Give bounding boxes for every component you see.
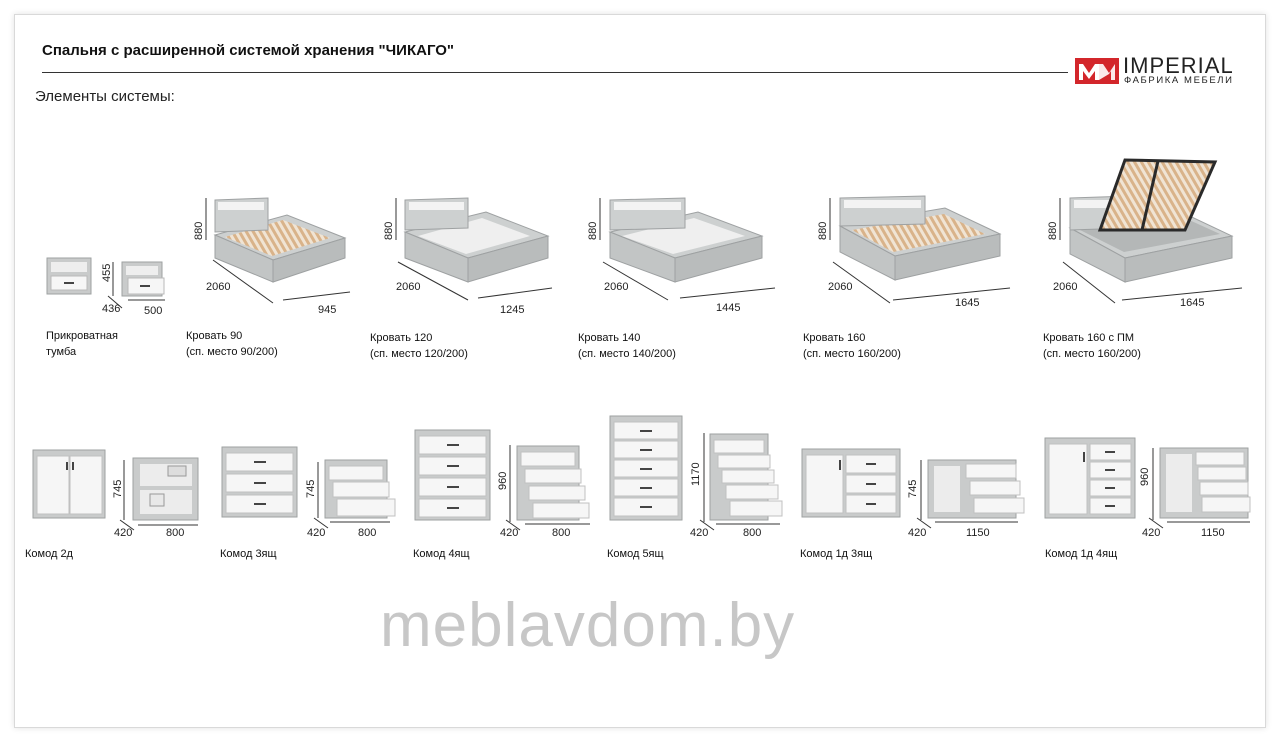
dim-depth: 2060 (1053, 281, 1077, 293)
caption-line1: Кровать 160 с ПМ (1043, 332, 1135, 344)
dim-height: 745 (112, 480, 124, 498)
caption-chest-1d4: Комод 1д 4ящ (1045, 548, 1118, 560)
caption-line1: Кровать 160 (803, 332, 866, 344)
caption-bedside-table: Прикроватная тумба (46, 328, 118, 360)
watermark-text: meblavdom.by (380, 591, 796, 660)
dim-depth: 420 (500, 527, 518, 539)
bed-illustration (599, 197, 776, 301)
dim-depth: 436 (102, 303, 120, 315)
page-frame (14, 14, 1266, 728)
dim-depth: 2060 (206, 281, 230, 293)
caption-chest-2d: Комод 2д (25, 548, 73, 560)
dim-depth: 2060 (396, 281, 420, 293)
brand-name: IMPERIAL (1123, 53, 1234, 78)
dim-height: 960 (497, 472, 509, 490)
dim-width: 1150 (966, 527, 990, 539)
caption-line1: Кровать 120 (370, 332, 433, 344)
dim-width: 800 (166, 527, 184, 539)
dim-width: 1245 (500, 304, 524, 316)
imperial-logo: IMPERIAL ФАБРИКА МЕБЕЛИ (1075, 53, 1255, 89)
dim-depth: 420 (1142, 527, 1160, 539)
dim-height: 745 (305, 480, 317, 498)
caption-line1: Кровать 140 (578, 332, 641, 344)
dim-depth: 420 (690, 527, 708, 539)
caption-line1: Прикроватная (46, 330, 118, 342)
caption-line2: (сп. место 160/200) (803, 348, 901, 360)
dim-height: 880 (383, 222, 395, 240)
dim-width: 800 (358, 527, 376, 539)
dim-height: 880 (1047, 222, 1059, 240)
dim-depth: 2060 (604, 281, 628, 293)
caption-line2: (сп. место 140/200) (578, 348, 676, 360)
dim-height: 880 (193, 222, 205, 240)
title-underline (42, 72, 1068, 73)
dim-width: 1445 (716, 302, 740, 314)
bed-illustration (395, 197, 553, 301)
caption-line1: Кровать 90 (186, 330, 243, 342)
page-title: Спальня с расширенной системой хранения … (42, 42, 455, 59)
dim-depth: 420 (307, 527, 325, 539)
caption-line2: (сп. место 120/200) (370, 348, 468, 360)
dim-width: 1645 (1180, 297, 1204, 309)
dim-width: 800 (743, 527, 761, 539)
dim-width: 1645 (955, 297, 979, 309)
chest-of-drawers-illustration (414, 429, 590, 521)
section-subtitle: Элементы системы: (35, 88, 175, 105)
caption-bed-90: Кровать 90 (сп. место 90/200) (186, 328, 278, 360)
chest-of-drawers-illustration (1044, 437, 1251, 519)
caption-bed-120: Кровать 120 (сп. место 120/200) (370, 330, 468, 362)
bed-illustration (1059, 158, 1243, 304)
chest-of-drawers-illustration (801, 448, 1025, 519)
dim-width: 1150 (1201, 527, 1225, 539)
dim-height: 880 (817, 222, 829, 240)
chest-of-drawers-illustration (32, 449, 199, 521)
imperial-logo-icon (1075, 58, 1119, 84)
caption-chest-3: Комод 3ящ (220, 548, 277, 560)
caption-bed-140: Кровать 140 (сп. место 140/200) (578, 330, 676, 362)
dim-width: 800 (552, 527, 570, 539)
dim-width: 945 (318, 304, 336, 316)
bed-illustration (205, 197, 351, 304)
bed-illustration (829, 195, 1011, 304)
dim-height: 960 (1139, 468, 1151, 486)
caption-bed-160-lift: Кровать 160 с ПМ (сп. место 160/200) (1043, 330, 1141, 362)
caption-chest-4: Комод 4ящ (413, 548, 470, 560)
dim-height: 455 (101, 264, 113, 282)
dim-height: 880 (587, 222, 599, 240)
dim-depth: 420 (114, 527, 132, 539)
dim-depth: 420 (908, 527, 926, 539)
caption-chest-1d3: Комод 1д 3ящ (800, 548, 873, 560)
dim-height: 1170 (690, 462, 702, 486)
chest-of-drawers-illustration (609, 415, 783, 521)
brand-tagline: ФАБРИКА МЕБЕЛИ (1124, 75, 1234, 86)
caption-bed-160: Кровать 160 (сп. место 160/200) (803, 330, 901, 362)
bedside-table-illustration (46, 257, 165, 309)
dim-height: 745 (907, 480, 919, 498)
caption-line2: тумба (46, 346, 77, 358)
dim-depth: 2060 (828, 281, 852, 293)
chest-of-drawers-illustration (221, 446, 396, 519)
dim-width: 500 (144, 305, 162, 317)
caption-line2: (сп. место 160/200) (1043, 348, 1141, 360)
caption-line2: (сп. место 90/200) (186, 346, 278, 358)
caption-chest-5: Комод 5ящ (607, 548, 664, 560)
